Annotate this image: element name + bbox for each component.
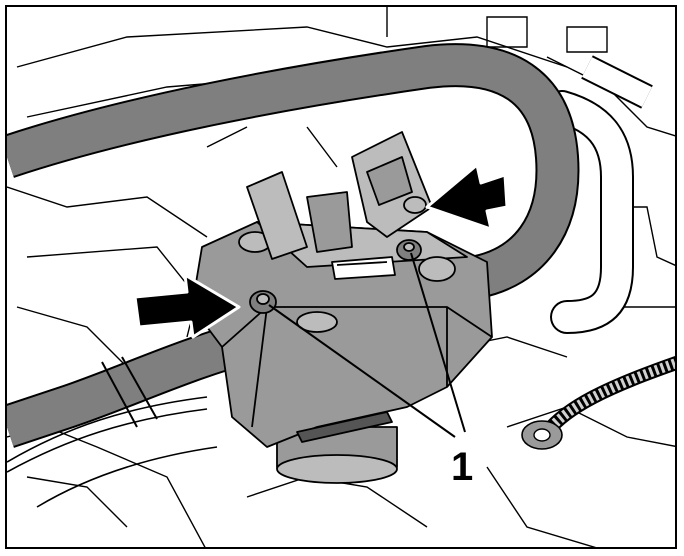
ground-cable	[521, 355, 675, 450]
coolant-hose	[545, 55, 653, 334]
terminal-cover	[191, 131, 493, 484]
illustration	[7, 7, 675, 547]
callout-leaders	[268, 252, 466, 438]
wire-harness	[7, 396, 218, 508]
diagram-frame: 1	[5, 5, 677, 549]
press-arrow-left	[133, 273, 241, 339]
press-arrow-right	[425, 163, 509, 231]
callout-label-1: 1	[451, 445, 474, 489]
battery-cable	[7, 43, 580, 448]
engine-bay-background	[7, 7, 675, 547]
